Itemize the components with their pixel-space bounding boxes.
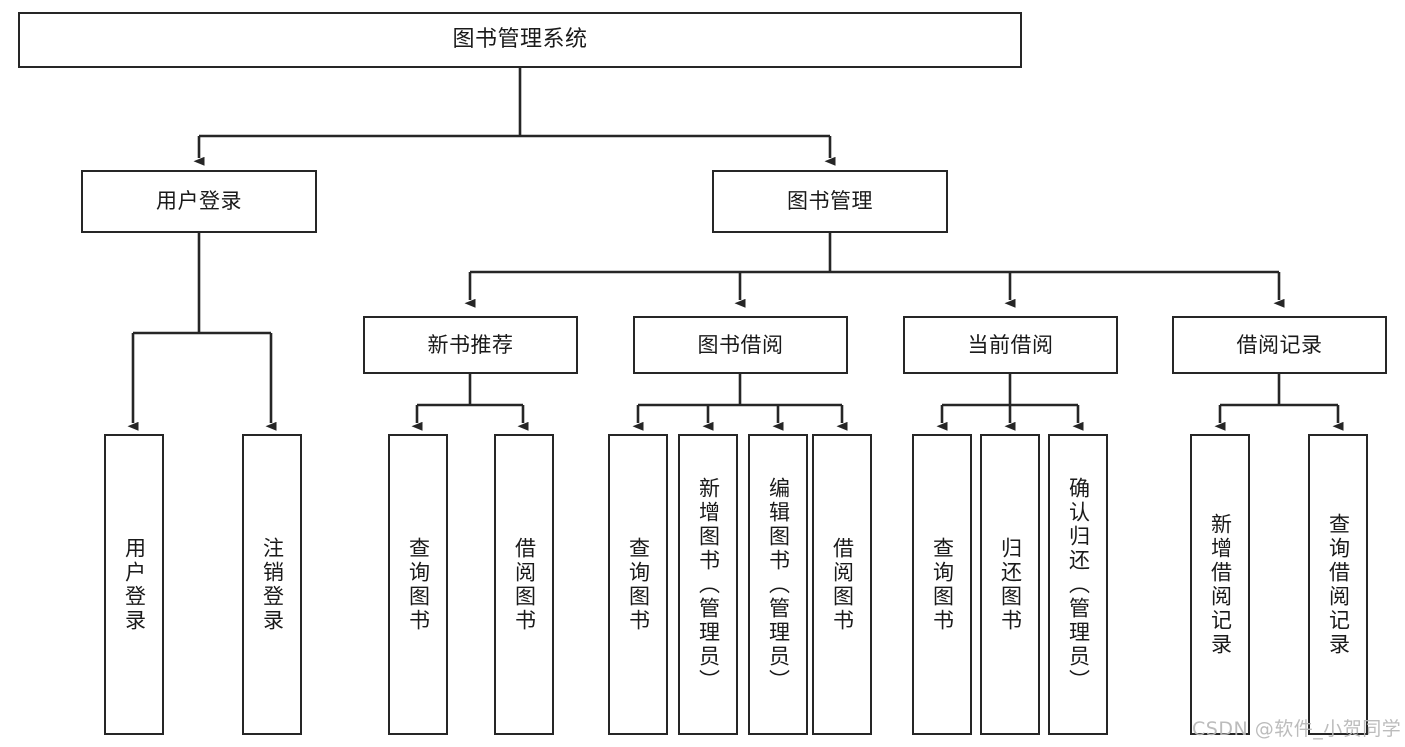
node-leaf-user-logout[interactable]: 注销登录 — [242, 434, 302, 735]
node-leaf-add-book-label: 新增图书（管理员） — [696, 476, 721, 693]
node-leaf-user-login-label: 用户登录 — [122, 536, 147, 633]
node-leaf-query-book-3[interactable]: 查询图书 — [912, 434, 972, 735]
node-leaf-add-record-label: 新增借阅记录 — [1208, 512, 1233, 657]
node-leaf-query-book-1-label: 查询图书 — [406, 536, 431, 633]
node-book-borrow[interactable]: 图书借阅 — [633, 316, 848, 374]
node-book-management[interactable]: 图书管理 — [712, 170, 948, 233]
node-borrow-record[interactable]: 借阅记录 — [1172, 316, 1387, 374]
node-book-management-label: 图书管理 — [787, 189, 873, 214]
node-borrow-record-label: 借阅记录 — [1236, 332, 1323, 357]
node-leaf-add-record[interactable]: 新增借阅记录 — [1190, 434, 1250, 735]
node-leaf-edit-book[interactable]: 编辑图书（管理员） — [748, 434, 808, 735]
node-user-login-label: 用户登录 — [156, 189, 242, 214]
node-leaf-borrow-book-2-label: 借阅图书 — [830, 536, 855, 633]
node-root[interactable]: 图书管理系统 — [18, 12, 1022, 68]
node-leaf-query-book-2-label: 查询图书 — [626, 536, 651, 633]
csdn-watermark: CSDN @软件_小贺同学 — [1192, 718, 1402, 740]
node-leaf-query-book-2[interactable]: 查询图书 — [608, 434, 668, 735]
node-book-borrow-label: 图书借阅 — [697, 332, 784, 357]
node-leaf-return-book[interactable]: 归还图书 — [980, 434, 1040, 735]
node-leaf-query-record[interactable]: 查询借阅记录 — [1308, 434, 1368, 735]
node-leaf-edit-book-label: 编辑图书（管理员） — [766, 476, 791, 693]
node-leaf-return-book-label: 归还图书 — [998, 536, 1023, 633]
node-leaf-query-record-label: 查询借阅记录 — [1326, 512, 1351, 657]
node-leaf-query-book-3-label: 查询图书 — [930, 536, 955, 633]
node-leaf-confirm-return-label: 确认归还（管理员） — [1066, 476, 1091, 693]
node-leaf-add-book[interactable]: 新增图书（管理员） — [678, 434, 738, 735]
node-leaf-borrow-book-1-label: 借阅图书 — [512, 536, 537, 633]
node-leaf-user-login[interactable]: 用户登录 — [104, 434, 164, 735]
node-root-label: 图书管理系统 — [452, 27, 588, 53]
node-leaf-confirm-return[interactable]: 确认归还（管理员） — [1048, 434, 1108, 735]
node-current-borrow[interactable]: 当前借阅 — [903, 316, 1118, 374]
node-user-login[interactable]: 用户登录 — [81, 170, 317, 233]
node-new-book-recommend[interactable]: 新书推荐 — [363, 316, 578, 374]
node-current-borrow-label: 当前借阅 — [967, 332, 1054, 357]
node-leaf-user-logout-label: 注销登录 — [260, 536, 285, 633]
node-leaf-query-book-1[interactable]: 查询图书 — [388, 434, 448, 735]
node-new-book-recommend-label: 新书推荐 — [427, 332, 514, 357]
node-leaf-borrow-book-2[interactable]: 借阅图书 — [812, 434, 872, 735]
node-leaf-borrow-book-1[interactable]: 借阅图书 — [494, 434, 554, 735]
